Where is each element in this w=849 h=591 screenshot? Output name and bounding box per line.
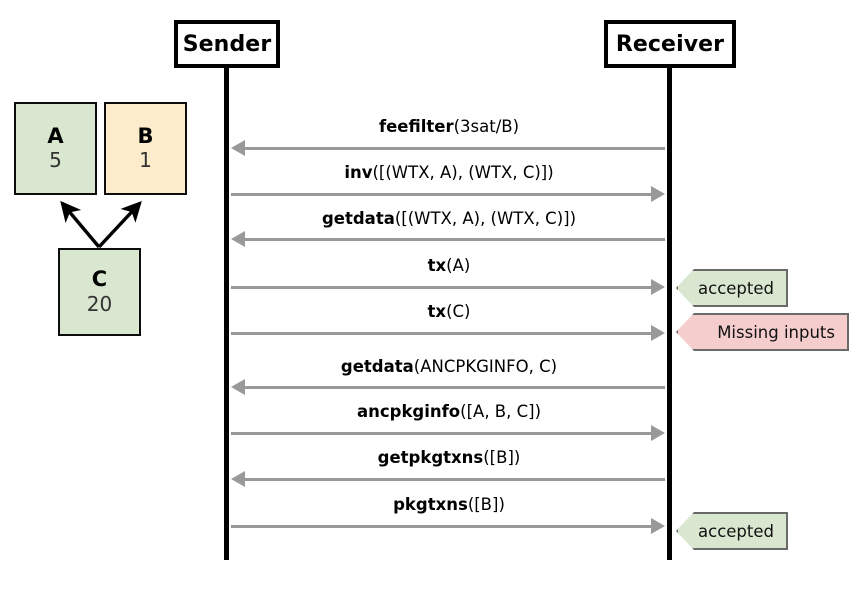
- message-line-3: [231, 285, 651, 289]
- message-args-3: (A): [446, 256, 471, 275]
- message-label-1: inv([(WTX, A), (WTX, C)]): [231, 163, 667, 182]
- message-label-0: feefilter(3sat/B): [231, 117, 667, 136]
- participant-receiver-label: Receiver: [615, 31, 725, 57]
- message-arrowhead-8: [651, 518, 665, 534]
- participant-sender[interactable]: Sender: [174, 20, 280, 68]
- message-label-8: pkgtxns([B]): [231, 495, 667, 514]
- status-badge-accepted-pkgtxns-label: accepted: [698, 521, 774, 541]
- tx-edge-c-to-a: [60, 200, 101, 249]
- lifeline-receiver: [667, 68, 672, 560]
- message-line-1: [231, 192, 651, 196]
- message-name-0: feefilter: [378, 117, 454, 136]
- message-line-2: [245, 237, 665, 241]
- message-name-1: inv: [344, 163, 373, 182]
- message-label-7: getpkgtxns([B]): [231, 448, 667, 467]
- message-label-2: getdata([(WTX, A), (WTX, C)]): [231, 209, 667, 228]
- message-line-6: [231, 431, 651, 435]
- participant-sender-label: Sender: [182, 31, 272, 57]
- lifeline-sender: [224, 68, 229, 560]
- message-line-0: [245, 146, 665, 150]
- message-arrowhead-4: [651, 325, 665, 341]
- status-badge-missing-inputs-tx-c[interactable]: Missing inputs: [676, 313, 849, 351]
- message-args-1: ([(WTX, A), (WTX, C)]): [372, 163, 554, 182]
- message-name-8: pkgtxns: [393, 495, 468, 514]
- message-name-6: ancpkginfo: [356, 402, 461, 421]
- message-label-3: tx(A): [231, 256, 667, 275]
- message-args-0: (3sat/B): [453, 117, 520, 136]
- tx-node-c[interactable]: C 20: [58, 248, 141, 336]
- message-args-8: ([B]): [467, 495, 505, 514]
- message-arrowhead-5: [231, 379, 245, 395]
- tx-node-a-value: 5: [49, 148, 62, 173]
- message-arrowhead-7: [231, 471, 245, 487]
- message-args-6: ([A, B, C]): [460, 402, 542, 421]
- message-line-4: [231, 331, 651, 335]
- tx-node-b-label: B: [137, 123, 154, 148]
- tx-node-a[interactable]: A 5: [14, 102, 97, 195]
- tx-node-c-value: 20: [86, 291, 113, 316]
- message-arrowhead-1: [651, 186, 665, 202]
- status-badge-accepted-tx-a[interactable]: accepted: [676, 269, 788, 307]
- message-arrowhead-0: [231, 140, 245, 156]
- message-name-4: tx: [427, 302, 447, 321]
- participant-receiver[interactable]: Receiver: [604, 20, 736, 68]
- message-args-2: ([(WTX, A), (WTX, C)]): [394, 209, 577, 228]
- tx-node-b[interactable]: B 1: [104, 102, 187, 195]
- message-line-7: [245, 477, 665, 481]
- message-name-3: tx: [427, 256, 447, 275]
- message-label-4: tx(C): [231, 302, 667, 321]
- message-arrowhead-6: [651, 425, 665, 441]
- message-line-5: [245, 385, 665, 389]
- message-args-5: (ANCPKGINFO, C): [413, 357, 558, 376]
- message-name-5: getdata: [340, 357, 414, 376]
- message-label-6: ancpkginfo([A, B, C]): [231, 402, 667, 421]
- tx-edge-c-to-b: [97, 201, 142, 249]
- tx-node-c-label: C: [91, 267, 108, 292]
- status-badge-accepted-tx-a-label: accepted: [698, 278, 774, 298]
- message-arrowhead-3: [651, 279, 665, 295]
- tx-node-b-value: 1: [139, 148, 152, 173]
- message-name-7: getpkgtxns: [377, 448, 484, 467]
- message-arrowhead-2: [231, 231, 245, 247]
- status-badge-missing-inputs-label: Missing inputs: [717, 322, 835, 342]
- message-args-7: ([B]): [483, 448, 521, 467]
- message-line-8: [231, 524, 651, 528]
- message-label-5: getdata(ANCPKGINFO, C): [231, 357, 667, 376]
- tx-node-a-label: A: [47, 123, 64, 148]
- status-badge-accepted-pkgtxns[interactable]: accepted: [676, 512, 788, 550]
- message-args-4: (C): [446, 302, 471, 321]
- message-name-2: getdata: [321, 209, 395, 228]
